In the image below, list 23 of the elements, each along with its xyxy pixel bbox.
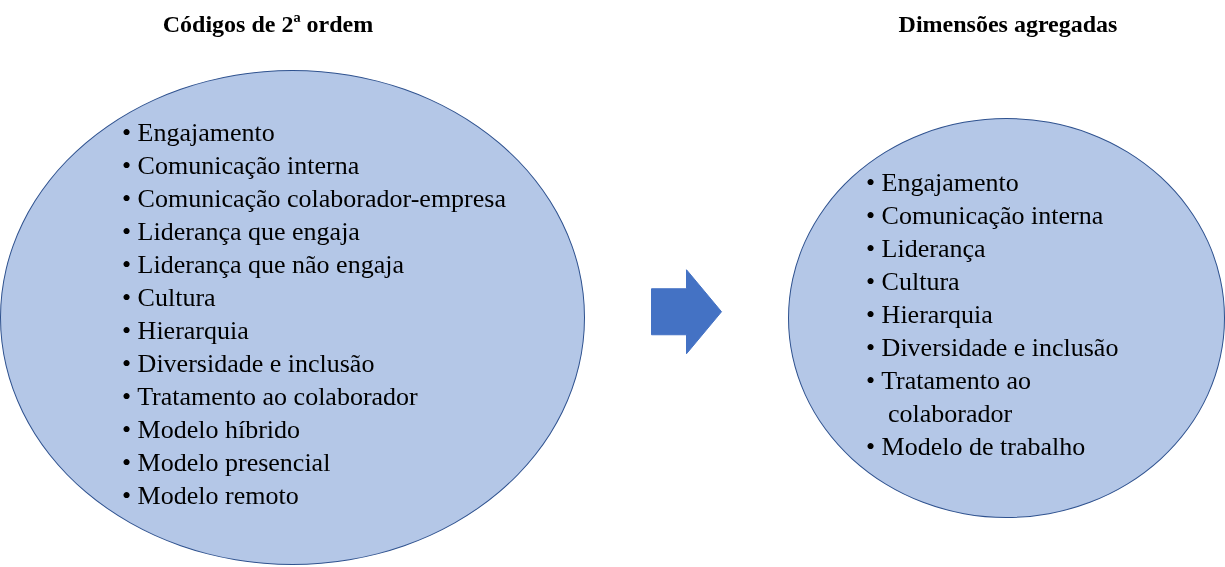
list-item: • Modelo de trabalho [866,431,1087,463]
list-item: • Liderança [866,233,987,265]
column-heading: Códigos de 2ª ordem [162,10,374,39]
list-item: • Liderança que não engaja [122,249,405,281]
list-item: • Tratamento ao colaborador [866,365,1033,430]
block-arrow [651,269,722,355]
list-item: • Engajamento [866,167,1020,199]
list-item: • Comunicação colaborador-empresa [122,183,507,215]
list-item: • Cultura [866,266,961,298]
list-item: • Diversidade e inclusão [866,332,1120,364]
list-item: • Modelo remoto [122,480,300,512]
list-item: • Cultura [122,282,217,314]
list-item: • Engajamento [122,117,276,149]
list-item: • Hierarquia [866,299,994,331]
list-item: • Hierarquia [122,315,250,347]
list-item: • Modelo híbrido [122,414,302,446]
list-item: • Tratamento ao colaborador [122,381,419,413]
list-item: • Diversidade e inclusão [122,348,376,380]
list-item: • Comunicação interna [122,150,361,182]
list-item: • Modelo presencial [122,447,332,479]
column-heading: Dimensões agregadas [898,10,1118,39]
list-item: • Comunicação interna [866,200,1105,232]
list-item: • Liderança que engaja [122,216,361,248]
